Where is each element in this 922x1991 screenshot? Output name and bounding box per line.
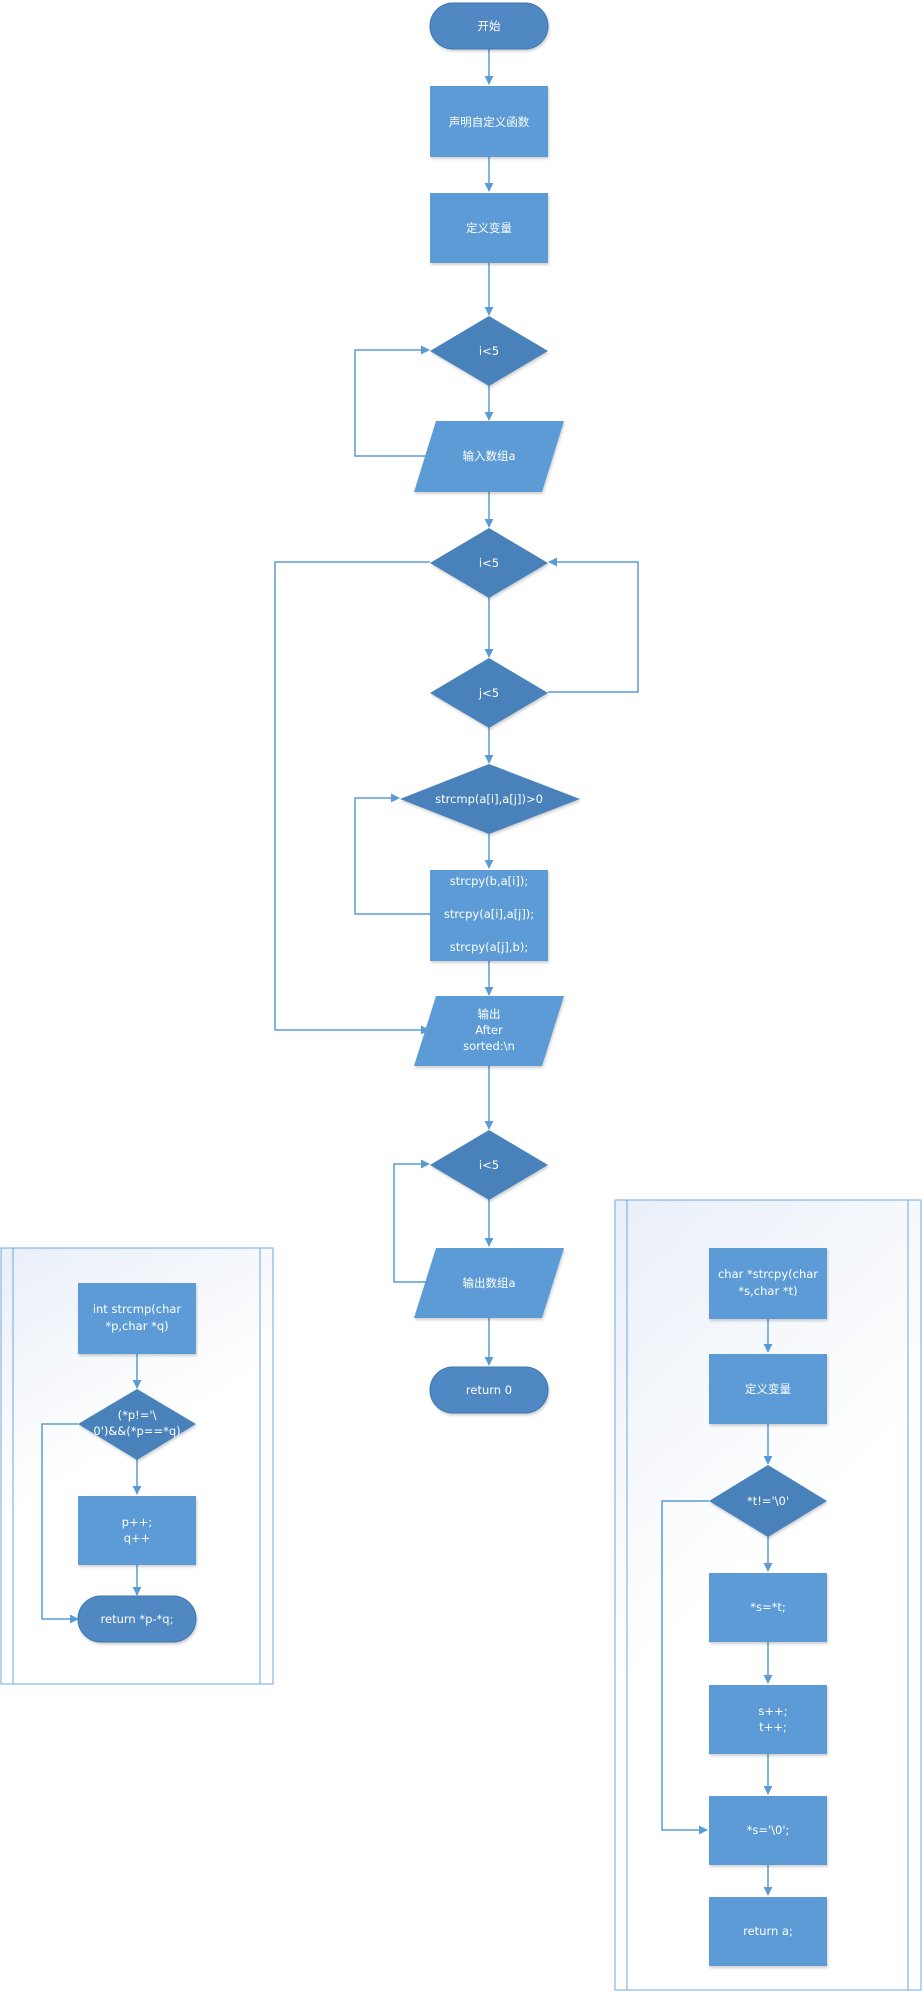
end-label: return 0: [466, 1383, 512, 1397]
strcmp-return-terminator: [77, 1595, 197, 1643]
strcmp-flow: [77, 1283, 197, 1643]
start-terminator: [429, 2, 549, 50]
declare-label: 声明自定义函数: [449, 115, 530, 129]
strcpy-return-process: [709, 1897, 827, 1966]
strcpy-labels: char *strcpy(char *s,char *t) 定义变量 *t!='…: [718, 1267, 818, 1938]
strcmp-connectors: [41, 1354, 142, 1624]
exit-arrow: [41, 1423, 79, 1624]
swap-line-1: strcpy(b,a[i]);: [450, 874, 528, 888]
output-array-label: 输出数组a: [462, 1276, 515, 1290]
strcmp-labels: int strcmp(char *p,char *q) (*p!='\ 0')&…: [93, 1302, 182, 1626]
output-header-line-2: After: [475, 1023, 503, 1037]
strcmp-header-process: [78, 1283, 196, 1354]
input-array-io: [414, 421, 564, 492]
compare-decision: [400, 764, 580, 834]
loop-back-arrow: [548, 557, 639, 693]
main-flow: [400, 2, 580, 1414]
loop4-cond-label: i<5: [479, 1158, 499, 1172]
exit-arrow: [661, 1500, 709, 1835]
strcpy-flow: [709, 1248, 827, 1966]
output-array-io: [414, 1248, 564, 1318]
strcpy-terminate-process: [709, 1796, 827, 1865]
define-vars-process: [430, 193, 548, 263]
strcmp-body-line-2: q++: [124, 1531, 151, 1545]
strcmp-increment-process: [78, 1496, 196, 1565]
swap-process: [430, 870, 548, 961]
strcpy-header-line-1: char *strcpy(char: [718, 1267, 818, 1281]
strcpy-decision: [709, 1465, 827, 1537]
declare-functions-process: [430, 86, 548, 157]
strcpy-assign-process: [709, 1573, 827, 1642]
strcpy-cond-label: *t!='\0': [747, 1494, 789, 1508]
strcmp-header-line-1: int strcmp(char: [93, 1302, 182, 1316]
strcpy-define-vars-process: [709, 1354, 827, 1424]
swap-line-2: strcpy(a[i],a[j]);: [444, 907, 534, 921]
strcmp-decision: [78, 1389, 196, 1460]
exit-arrow: [274, 561, 430, 1035]
loop4-decision: [430, 1130, 548, 1200]
strcpy-assign-label: *s=*t;: [750, 1600, 786, 1614]
loop1-cond-label: i<5: [479, 344, 499, 358]
output-header-line-3: sorted:\n: [463, 1039, 515, 1053]
strcpy-end-label: return a;: [743, 1924, 793, 1938]
strcmp-end-label: return *p-*q;: [101, 1612, 174, 1626]
strcpy-define-vars-label: 定义变量: [745, 1382, 791, 1396]
end-terminator: [429, 1366, 549, 1414]
strcpy-header-line-2: *s,char *t): [738, 1284, 797, 1298]
compare-cond-label: strcmp(a[i],a[j])>0: [435, 792, 543, 806]
strcmp-cond-line-1: (*p!='\: [118, 1408, 157, 1422]
main-labels: 开始 声明自定义函数 定义变量 i<5 输入数组a i<5 j<5 strcmp…: [435, 19, 543, 1397]
loop2-decision: [430, 528, 548, 598]
input-array-label: 输入数组a: [462, 449, 515, 463]
strcpy-terminate-label: *s='\0';: [747, 1823, 790, 1837]
start-label: 开始: [478, 19, 501, 33]
loop3-cond-label: j<5: [478, 686, 499, 700]
define-vars-label: 定义变量: [466, 221, 512, 235]
output-header-io: [414, 996, 564, 1066]
strcpy-increment-line-2: t++;: [759, 1720, 787, 1734]
loop3-decision: [430, 658, 548, 728]
strcpy-increment-process: [709, 1685, 827, 1754]
loop-back-arrow: [354, 793, 431, 915]
strcpy-header-process: [709, 1248, 827, 1319]
output-header-line-1: 输出: [478, 1007, 501, 1021]
strcmp-header-line-2: *p,char *q): [105, 1319, 168, 1333]
loop2-cond-label: i<5: [479, 556, 499, 570]
strcpy-connectors: [661, 1319, 773, 1896]
swap-line-3: strcpy(a[j],b);: [450, 940, 528, 954]
strcpy-increment-line-1: s++;: [758, 1704, 787, 1718]
loop1-decision: [430, 316, 548, 386]
strcmp-cond-line-2: 0')&&(*p==*q): [93, 1424, 180, 1438]
strcmp-body-line-1: p++;: [122, 1515, 152, 1529]
loop-back-arrow: [354, 345, 431, 457]
loop-back-arrow: [393, 1159, 430, 1283]
main-connectors: [274, 48, 639, 1366]
